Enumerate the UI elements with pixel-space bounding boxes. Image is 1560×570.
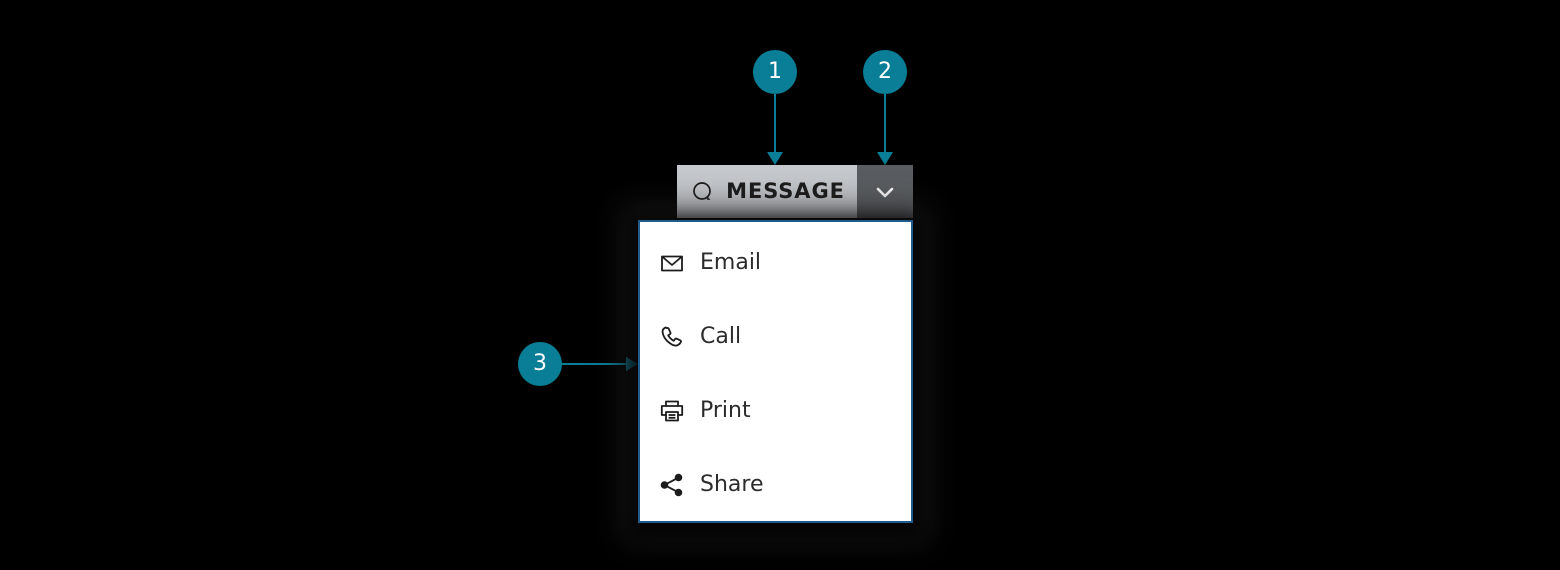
callout-line-3 bbox=[562, 363, 628, 365]
callout-line-2 bbox=[884, 94, 886, 152]
callout-badge-3: 3 bbox=[518, 342, 562, 386]
message-bubble-icon bbox=[689, 178, 717, 206]
split-button-main-label[interactable]: MESSAGE bbox=[677, 165, 857, 218]
chevron-down-icon bbox=[871, 178, 899, 206]
callout-arrow-1 bbox=[767, 152, 783, 165]
menu-item-email-label: Email bbox=[700, 250, 762, 275]
menu-item-call[interactable]: Call bbox=[640, 309, 911, 365]
callout-badge-2: 2 bbox=[863, 50, 907, 94]
split-button-toggle[interactable] bbox=[857, 165, 913, 218]
share-nodes-icon bbox=[658, 471, 686, 499]
menu-item-share[interactable]: Share bbox=[640, 457, 911, 513]
message-split-button[interactable]: MESSAGE bbox=[677, 165, 913, 218]
dropdown-menu-list: Email Call bbox=[640, 222, 911, 521]
menu-item-share-label: Share bbox=[700, 472, 764, 497]
menu-item-call-label: Call bbox=[700, 324, 742, 349]
callout-arrow-2 bbox=[877, 152, 893, 165]
callout-badge-1: 1 bbox=[753, 50, 797, 94]
callout-arrow-3 bbox=[626, 357, 638, 371]
dropdown-menu-panel[interactable]: Email Call bbox=[638, 220, 913, 523]
menu-item-print[interactable]: Print bbox=[640, 383, 911, 439]
phone-icon bbox=[658, 323, 686, 351]
split-button-label-text: MESSAGE bbox=[726, 179, 845, 203]
envelope-icon bbox=[658, 249, 686, 277]
menu-item-email[interactable]: Email bbox=[640, 235, 911, 291]
printer-icon bbox=[658, 397, 686, 425]
menu-item-print-label: Print bbox=[700, 398, 751, 423]
callout-line-1 bbox=[774, 94, 776, 152]
